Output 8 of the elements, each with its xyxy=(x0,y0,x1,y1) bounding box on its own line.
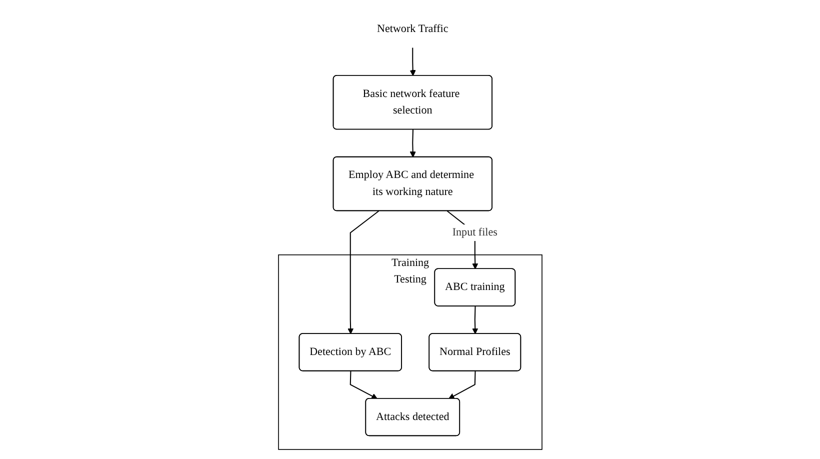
arrow xyxy=(472,306,478,334)
arrow xyxy=(350,370,378,399)
arrow xyxy=(448,370,476,399)
arrow xyxy=(410,129,416,157)
edge-label: Input files xyxy=(452,226,498,238)
arrow xyxy=(347,210,379,334)
node-text: Network Traffic xyxy=(376,22,448,34)
arrow xyxy=(410,47,416,76)
